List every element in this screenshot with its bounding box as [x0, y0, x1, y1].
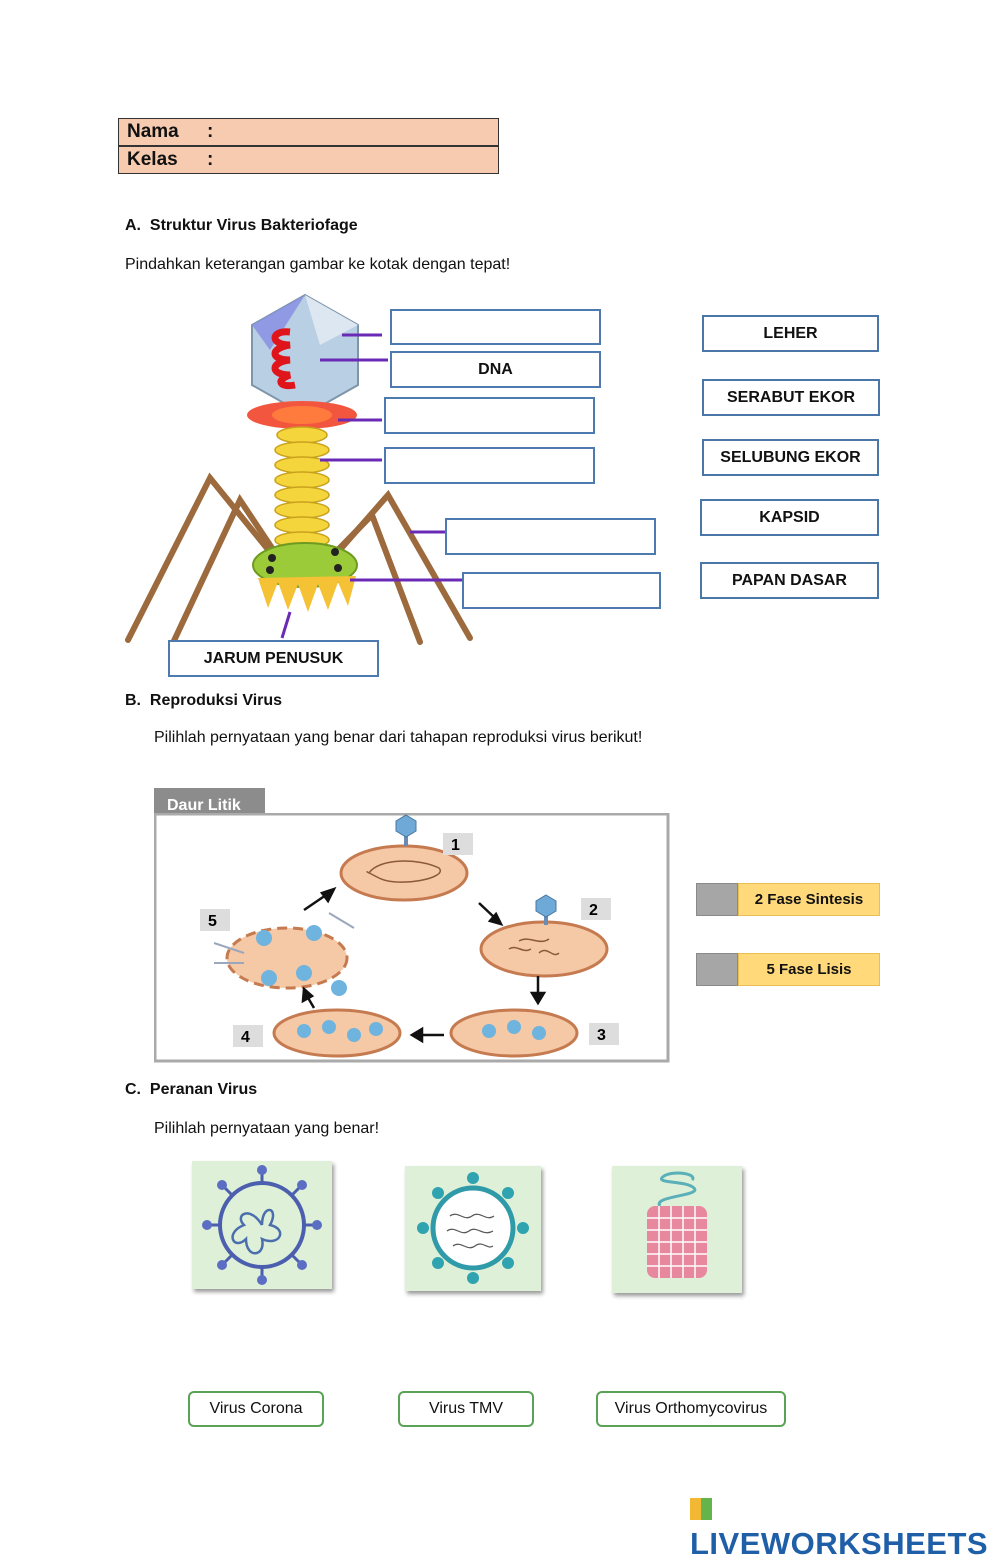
class-colon: : — [207, 149, 214, 170]
section-b-title: B. Reproduksi Virus — [125, 692, 283, 709]
answer-selubung-ekor[interactable]: SELUBUNG EKOR — [702, 439, 879, 476]
drop-box-1[interactable] — [390, 309, 601, 345]
section-c-instruction: Pilihlah pernyataan yang benar! — [154, 1120, 380, 1137]
phase-label-lisis: 5 Fase Lisis — [738, 953, 880, 986]
class-label: Kelas — [127, 149, 178, 170]
section-a-instruction: Pindahkan keterangan gambar ke kotak den… — [125, 256, 511, 273]
step-5-label: 5 — [208, 913, 217, 930]
step-2-label: 2 — [589, 902, 598, 919]
drop-box-jarum-text: JARUM PENUSUK — [203, 650, 344, 667]
logo-text: LIVEWORKSHEETS — [690, 1526, 989, 1561]
lytic-cycle-diagram: 1 2 3 4 5 — [154, 813, 670, 1063]
phase-label-sintesis: 2 Fase Sintesis — [738, 883, 880, 916]
drop-box-5[interactable] — [445, 518, 656, 555]
phase-chip-sintesis[interactable]: 2 Fase Sintesis — [696, 883, 880, 916]
drop-box-dna[interactable]: DNA — [390, 351, 601, 388]
option-virus-corona[interactable]: Virus Corona — [188, 1391, 324, 1427]
drop-box-3[interactable] — [384, 397, 595, 434]
phase-checkbox-lisis[interactable] — [696, 953, 738, 986]
tmv-virus-icon — [647, 1171, 707, 1278]
phase-checkbox-sintesis[interactable] — [696, 883, 738, 916]
virus-image-3 — [612, 1166, 742, 1293]
phase-chip-lisis[interactable]: 5 Fase Lisis — [696, 953, 880, 986]
virus-image-1 — [192, 1161, 332, 1289]
step-3-label: 3 — [597, 1027, 606, 1044]
name-row: Nama : — [118, 118, 499, 146]
bacteriophage-diagram — [125, 293, 473, 648]
virus-image-2 — [405, 1166, 541, 1291]
drop-box-dna-text: DNA — [478, 361, 513, 378]
answer-serabut-ekor[interactable]: SERABUT EKOR — [702, 379, 880, 416]
option-virus-tmv[interactable]: Virus TMV — [398, 1391, 534, 1427]
drop-box-6[interactable] — [462, 572, 661, 609]
class-row: Kelas : — [118, 146, 499, 174]
liveworksheets-logo: LIVEWORKSHEETS — [690, 1490, 1000, 1562]
answer-papan-dasar[interactable]: PAPAN DASAR — [700, 562, 879, 599]
section-c-title: C. Peranan Virus — [125, 1081, 258, 1098]
section-b-instruction: Pilihlah pernyataan yang benar dari taha… — [154, 729, 643, 746]
answer-leher[interactable]: LEHER — [702, 315, 879, 352]
enveloped-virus-icon — [417, 1172, 529, 1284]
corona-virus-icon — [202, 1165, 322, 1285]
section-a-title: A. Struktur Virus Bakteriofage — [125, 217, 358, 234]
option-virus-orthomycovirus[interactable]: Virus Orthomycovirus — [596, 1391, 786, 1427]
drop-box-4[interactable] — [384, 447, 595, 484]
step-1-label: 1 — [451, 837, 460, 854]
drop-box-jarum[interactable]: JARUM PENUSUK — [168, 640, 379, 677]
name-colon: : — [207, 121, 214, 142]
answer-kapsid[interactable]: KAPSID — [700, 499, 879, 536]
step-4-label: 4 — [241, 1029, 250, 1046]
name-label: Nama — [127, 121, 179, 142]
logo-icon — [690, 1498, 712, 1520]
